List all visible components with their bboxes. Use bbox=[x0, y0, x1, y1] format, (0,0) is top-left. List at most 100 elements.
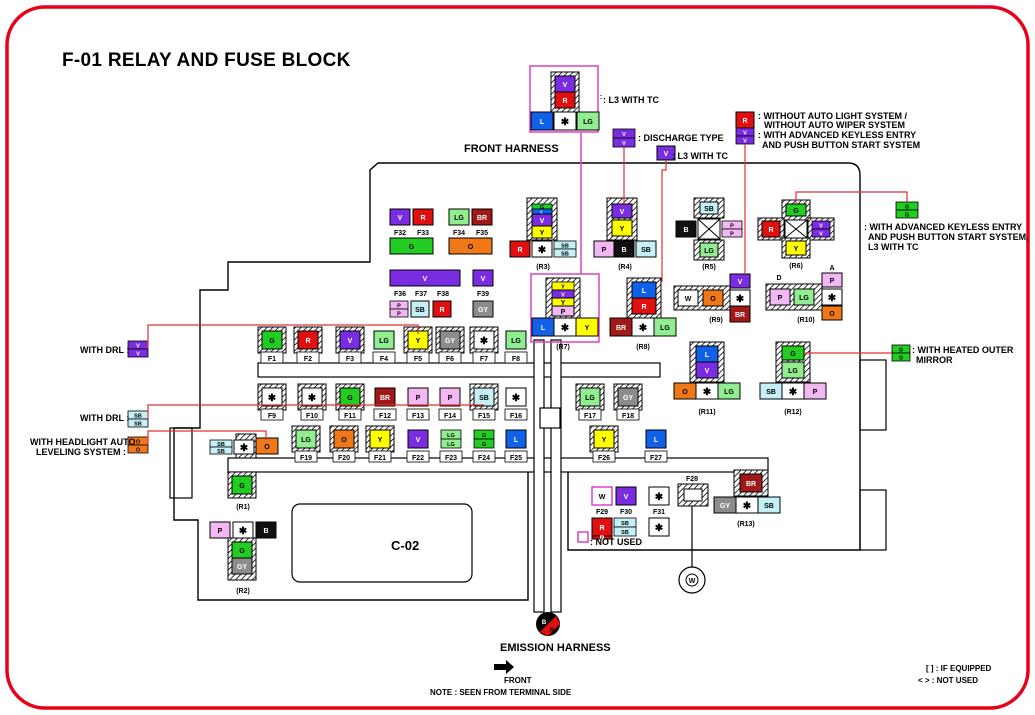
cell-gy bbox=[472, 300, 494, 318]
fuse-label-box bbox=[592, 450, 616, 463]
cell-code-text: V bbox=[481, 276, 486, 283]
cell-code-text: LG bbox=[788, 368, 798, 375]
cell-code-text: LG bbox=[447, 442, 455, 448]
callout-colon: : bbox=[600, 94, 602, 101]
cell-code-text: LG bbox=[660, 325, 670, 332]
cell-code-text: P bbox=[830, 278, 835, 285]
fuse-id-label: F25 bbox=[510, 455, 522, 462]
cell-lg bbox=[653, 317, 677, 337]
callout-discharge: : DISCHARGE TYPE bbox=[638, 133, 724, 143]
cell-code-text: W bbox=[599, 494, 606, 501]
relay-r5-cross bbox=[697, 218, 721, 240]
split-cell bbox=[811, 228, 831, 238]
split-cell bbox=[209, 446, 233, 455]
cell-code-text: BR bbox=[746, 481, 756, 488]
page-title: F-01 RELAY AND FUSE BLOCK bbox=[62, 50, 351, 71]
callout-drl-leader bbox=[147, 324, 419, 349]
cell-code-text: P bbox=[416, 395, 421, 402]
cell-code-text: L bbox=[705, 352, 710, 359]
cell-code-text: V bbox=[416, 437, 421, 444]
front-label: FRONT bbox=[504, 676, 532, 685]
fuse-id-label: F13 bbox=[412, 413, 424, 420]
cell-code-text: P bbox=[778, 295, 783, 302]
relay-label: (R1) bbox=[236, 504, 250, 511]
cell-code-text: L bbox=[540, 119, 545, 126]
fuse-f2 bbox=[297, 330, 319, 350]
asterisk-mark: ✱ bbox=[240, 443, 249, 454]
cell-code-text: V bbox=[622, 132, 626, 138]
cell-code-text: P bbox=[448, 395, 453, 402]
cell-code-text: V bbox=[664, 151, 669, 158]
cell-code-text: SB bbox=[217, 449, 225, 455]
cell-b bbox=[675, 220, 697, 238]
relay-side-label-a: A bbox=[829, 265, 834, 272]
cell-code-text: G bbox=[347, 395, 353, 402]
fuse-label-box bbox=[438, 351, 462, 364]
relay-side-label-d: D bbox=[776, 275, 781, 282]
cell-code-text: L bbox=[514, 437, 519, 444]
fuse-id-label: F32 bbox=[394, 230, 406, 237]
cell-y bbox=[531, 225, 553, 239]
cell-code-text: W bbox=[685, 296, 692, 303]
fuse-label-box bbox=[504, 408, 528, 421]
cell-code-text: Y bbox=[602, 437, 607, 444]
cell-not-used bbox=[553, 111, 577, 131]
cell-code-text: V bbox=[561, 293, 565, 299]
relay-label: (R5) bbox=[702, 264, 716, 271]
cell-code-text: V bbox=[743, 139, 747, 145]
cell-code-text: P bbox=[561, 309, 566, 316]
cell-p bbox=[821, 272, 843, 288]
fuse-f1 bbox=[261, 330, 283, 350]
cell-code-text: G bbox=[899, 348, 903, 354]
cell-code-text: GY bbox=[623, 395, 633, 402]
fuse-f7 bbox=[473, 330, 495, 350]
cell-o bbox=[821, 305, 843, 321]
cell-code-text: L bbox=[654, 437, 659, 444]
callout-heated-1: : WITH HEATED OUTER bbox=[912, 345, 1014, 355]
fuse-label-box bbox=[406, 450, 430, 463]
fuse-id-label: F26 bbox=[598, 455, 610, 462]
cell-r bbox=[432, 300, 452, 318]
asterisk-mark: ✱ bbox=[480, 336, 489, 347]
cell-code-text: L bbox=[540, 210, 544, 216]
cell-code-text: P bbox=[730, 224, 734, 230]
cell-v bbox=[611, 203, 633, 219]
fuse-f21 bbox=[369, 429, 391, 449]
cell-code-text: SB bbox=[134, 422, 142, 428]
cell-code-text: O bbox=[341, 437, 347, 444]
split-cell bbox=[127, 418, 149, 428]
fuse-f14 bbox=[439, 387, 461, 407]
cell-code-text: Y bbox=[794, 246, 799, 253]
connector-c02-label: C-02 bbox=[391, 538, 420, 553]
emission-connector-r bbox=[540, 616, 560, 636]
cell-v bbox=[472, 269, 494, 287]
asterisk-mark: ✱ bbox=[655, 523, 664, 534]
cell-code-text: SB bbox=[134, 414, 142, 420]
fuse-f23 bbox=[440, 438, 462, 449]
cell-code-text: R bbox=[562, 98, 567, 105]
asterisk-mark: ✱ bbox=[561, 323, 570, 334]
fuse-id-label: F36 bbox=[394, 291, 406, 298]
cell-lg bbox=[699, 242, 719, 258]
cell-code-text: P bbox=[218, 528, 223, 535]
cell-code-text: O bbox=[468, 244, 474, 251]
cell-code-text: G bbox=[905, 205, 909, 211]
callout-keyless-r6-1: : WITH ADVANCED KEYLESS ENTRY bbox=[864, 222, 1023, 232]
harness-bar-lower bbox=[227, 457, 769, 473]
cell-code-text: O bbox=[136, 440, 141, 446]
cell-code-text: LG bbox=[585, 395, 595, 402]
split-cell bbox=[127, 348, 149, 358]
cell-code-text: P bbox=[813, 389, 818, 396]
split-cell bbox=[553, 248, 577, 258]
callout-drl2-leader bbox=[147, 404, 484, 419]
fuse-f9 bbox=[261, 387, 283, 407]
cell-v bbox=[615, 486, 637, 506]
fuse-f8 bbox=[505, 330, 527, 350]
cell-code-text: R bbox=[420, 215, 425, 222]
cell-code-text: SB bbox=[641, 247, 651, 254]
cell-code-text: R bbox=[305, 338, 310, 345]
relay-label: (R2) bbox=[236, 588, 250, 595]
cell-code-text: LG bbox=[511, 338, 521, 345]
cell-code-text: SB bbox=[217, 442, 225, 448]
